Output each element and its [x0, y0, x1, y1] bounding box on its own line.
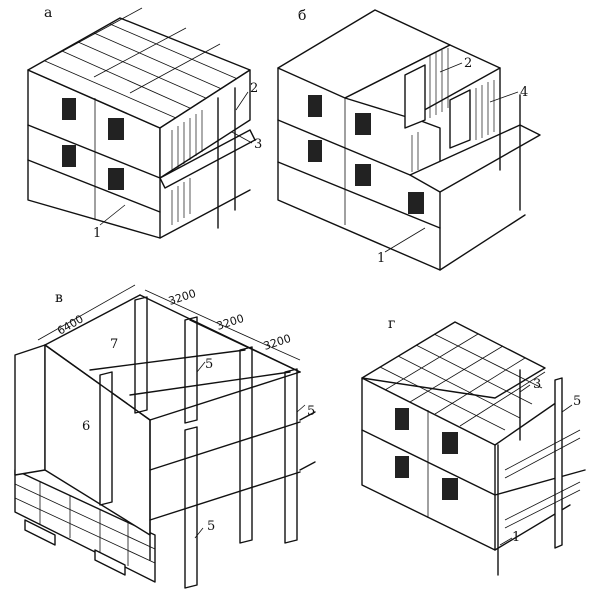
- panel-c-dimension-6400: 6400: [55, 312, 86, 337]
- panel-b-drawing: [277, 9, 541, 271]
- panel-c-dimension-3200-first: 3200: [167, 287, 198, 308]
- panel-b-letter: б: [298, 8, 306, 24]
- panel-d-callout-1: 1: [512, 530, 520, 545]
- panel-a-callout-3: 3: [254, 137, 262, 152]
- panel-b-callout-4: 4: [520, 85, 528, 100]
- panel-a-drawing: [27, 7, 256, 239]
- panel-c-callout-5-top: 5: [205, 357, 213, 372]
- panel-d-callout-5: 5: [573, 394, 581, 409]
- panel-c-callout-5-bottom: 5: [207, 519, 215, 534]
- panel-a-letter: а: [44, 5, 52, 21]
- panel-a-callout-2: 2: [250, 81, 258, 96]
- panel-d-drawing: [361, 321, 586, 576]
- panel-c-callout-6: 6: [82, 419, 90, 434]
- panel-b-callout-2: 2: [464, 56, 472, 71]
- panel-c-letter: в: [55, 290, 63, 306]
- panel-c-drawing: [14, 284, 316, 589]
- panel-c-dimension-3200-second: 3200: [215, 312, 246, 333]
- panel-c-callout-5-right: 5: [307, 404, 315, 419]
- panel-d-callout-3: 3: [533, 377, 541, 392]
- panel-c-callout-7: 7: [110, 337, 118, 352]
- panel-b-callout-1: 1: [377, 251, 385, 266]
- panel-a-callout-1: 1: [93, 226, 101, 241]
- panel-d-letter: г: [388, 316, 395, 332]
